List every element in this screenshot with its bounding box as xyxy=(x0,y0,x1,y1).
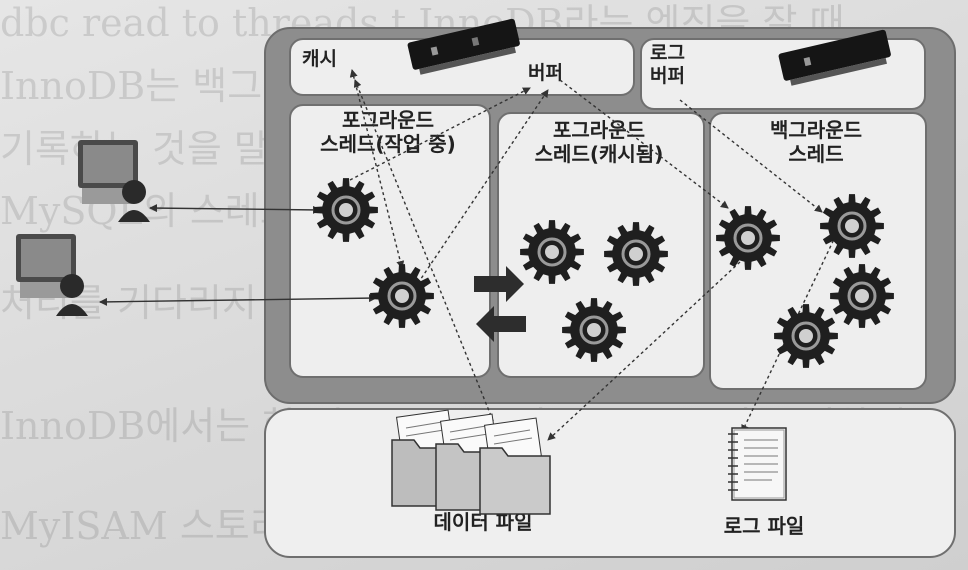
datafile-to-cache-arrow xyxy=(353,79,501,439)
gear-icon xyxy=(830,264,894,328)
gear-icon xyxy=(370,264,434,328)
memory-module-icon xyxy=(778,29,891,86)
cache-to-worker-arrow xyxy=(349,69,405,269)
buffer-label: 버퍼 xyxy=(528,62,563,84)
gear-icon xyxy=(716,206,780,270)
swap-arrows-icon xyxy=(474,266,526,342)
log-buffer-label: 로그 버퍼 xyxy=(650,42,685,87)
gear-icon xyxy=(820,194,884,258)
gear-icon xyxy=(774,304,838,368)
user-computer-icon xyxy=(78,140,150,222)
bg-to-datafile-arrow xyxy=(547,261,741,441)
log-file-label: 로그 파일 xyxy=(723,514,805,538)
gear-icon xyxy=(562,298,626,362)
user-computer-icon xyxy=(16,234,88,316)
client2-thread-arrow xyxy=(99,294,377,306)
memory-module-icon xyxy=(407,18,520,75)
client1-thread-arrow xyxy=(149,204,321,214)
logbuffer-to-bg-arrow xyxy=(679,99,823,213)
buffer-to-bg-arrow xyxy=(559,79,729,209)
notepad-icon xyxy=(728,427,787,501)
cache-label: 캐시 xyxy=(302,48,337,70)
gears xyxy=(314,178,894,368)
fg-thread-cached-label: 포그라운드 스레드(캐시됨) xyxy=(534,118,664,166)
storage-box xyxy=(264,408,956,558)
connection-arrows xyxy=(99,69,837,441)
bg-thread-label: 백그라운드 스레드 xyxy=(770,118,862,166)
gear-icon xyxy=(604,222,668,286)
gear-icon xyxy=(314,178,378,242)
worker1-to-buffer-arrow xyxy=(349,87,531,181)
gear-icon xyxy=(520,220,584,284)
folder-documents-icon xyxy=(391,409,551,515)
